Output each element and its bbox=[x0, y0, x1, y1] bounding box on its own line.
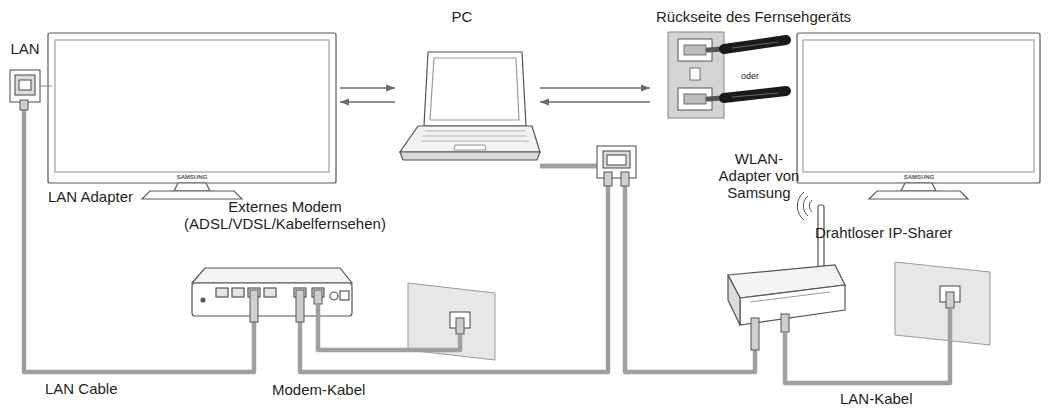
tv-back-panel: Rückseite des Fernsehgeräts bbox=[650, 8, 918, 125]
laptop-illustration bbox=[400, 126, 540, 152]
modem-illustration bbox=[192, 283, 352, 316]
tv-back-panel bbox=[668, 32, 724, 118]
lan-port-inset bbox=[19, 80, 31, 90]
lan-port-inset bbox=[15, 75, 35, 95]
router-illustration bbox=[751, 318, 759, 350]
tv-set: SAMSUNG bbox=[795, 30, 1042, 202]
tv-illustration bbox=[142, 191, 242, 199]
data-arrow bbox=[340, 87, 395, 88]
node-text: PC bbox=[432, 8, 492, 25]
external-modem: Externes Modem (ADSL/VDSL/Kabelfernsehen… bbox=[180, 198, 390, 322]
wlan-adapter bbox=[724, 40, 786, 49]
tv-back-panel bbox=[668, 32, 724, 118]
tv-illustration bbox=[48, 33, 336, 199]
wireless-signal bbox=[803, 196, 808, 216]
tv-illustration bbox=[869, 191, 968, 199]
tv-back-panel bbox=[684, 94, 706, 104]
modem-illustration bbox=[250, 290, 258, 322]
modem-illustration bbox=[216, 288, 228, 297]
laptop-illustration bbox=[400, 152, 540, 160]
modem-illustration bbox=[192, 268, 352, 322]
laptop-illustration bbox=[400, 52, 540, 160]
laptop-illustration bbox=[454, 145, 486, 150]
wlan-adapter bbox=[732, 93, 778, 97]
tv-illustration bbox=[803, 40, 1034, 172]
cable-label: LAN Cable bbox=[45, 380, 145, 397]
lan-port-inset bbox=[10, 70, 40, 102]
lan-port-inset bbox=[20, 100, 28, 110]
modem-illustration bbox=[192, 268, 352, 283]
tv-illustration bbox=[55, 40, 329, 172]
modem-illustration bbox=[264, 288, 276, 297]
modem-illustration bbox=[340, 291, 349, 300]
wireless-router: Drahtloser IP-Sharer bbox=[705, 198, 965, 350]
modem-cable bbox=[318, 304, 460, 350]
data-arrow bbox=[540, 101, 650, 102]
router-illustration bbox=[750, 292, 830, 302]
adapter-label: WLAN-Adapter von Samsung bbox=[712, 150, 806, 201]
lan-cable bbox=[785, 308, 950, 383]
lan-port-inset bbox=[40, 86, 52, 87]
tv-back-panel bbox=[690, 68, 700, 80]
laptop-illustration bbox=[430, 58, 519, 120]
cable-label: LAN-Kabel bbox=[840, 390, 940, 407]
laptop-pc: PC bbox=[395, 8, 540, 175]
lan-port-inset: LAN bbox=[5, 38, 45, 108]
node-text: Externes Modem (ADSL/VDSL/Kabelfernsehen… bbox=[180, 198, 390, 232]
data-arrow bbox=[340, 101, 395, 102]
wall-socket bbox=[946, 292, 954, 308]
lan-cable bbox=[300, 166, 608, 372]
pc-lan-inset bbox=[607, 155, 626, 165]
tv-back-panel bbox=[684, 45, 706, 55]
modem-illustration bbox=[330, 292, 338, 300]
wireless-signal bbox=[809, 200, 812, 212]
wlan-adapter bbox=[724, 91, 786, 98]
modem-illustration bbox=[296, 290, 304, 322]
modem-illustration bbox=[314, 290, 322, 304]
wall-socket bbox=[456, 318, 464, 334]
wireless-signal bbox=[797, 192, 804, 220]
data-arrow bbox=[540, 87, 650, 88]
tv-illustration bbox=[797, 33, 1040, 199]
wall-socket bbox=[895, 262, 990, 345]
wlan-adapter bbox=[708, 40, 786, 99]
pc-lan-inset bbox=[621, 172, 629, 186]
lan-cable bbox=[540, 166, 755, 372]
wlan-adapter bbox=[732, 42, 778, 48]
tv-illustration bbox=[48, 33, 336, 183]
wireless-signal bbox=[797, 192, 812, 220]
pc-lan-inset bbox=[603, 151, 630, 168]
node-text: SAMSUNG bbox=[167, 174, 217, 181]
tv-illustration bbox=[797, 33, 1040, 183]
adapter-label: LAN Adapter bbox=[48, 188, 168, 205]
pc-lan-inset bbox=[597, 146, 636, 186]
pc-lan-inset bbox=[597, 146, 636, 178]
router-illustration bbox=[728, 275, 740, 325]
lan-port-inset bbox=[10, 70, 52, 110]
tv-set: SAMSUNG bbox=[45, 30, 340, 202]
wall-socket bbox=[895, 262, 990, 345]
modem-illustration bbox=[201, 298, 205, 302]
tv-illustration bbox=[901, 183, 936, 191]
cable-label: Modem-Kabel bbox=[272, 381, 382, 398]
laptop-illustration bbox=[424, 52, 526, 126]
node-text: Rückseite des Fernsehgeräts bbox=[656, 8, 918, 25]
node-text: Drahtloser IP-Sharer bbox=[815, 224, 965, 241]
tv-illustration bbox=[174, 183, 210, 191]
modem-illustration bbox=[232, 288, 244, 297]
pc-lan-inset bbox=[604, 172, 612, 186]
router-illustration bbox=[781, 314, 789, 332]
laptop-illustration bbox=[421, 131, 529, 141]
node-text: LAN bbox=[5, 40, 45, 57]
node-text: SAMSUNG bbox=[894, 174, 944, 181]
alternative-note: oder bbox=[733, 71, 767, 81]
